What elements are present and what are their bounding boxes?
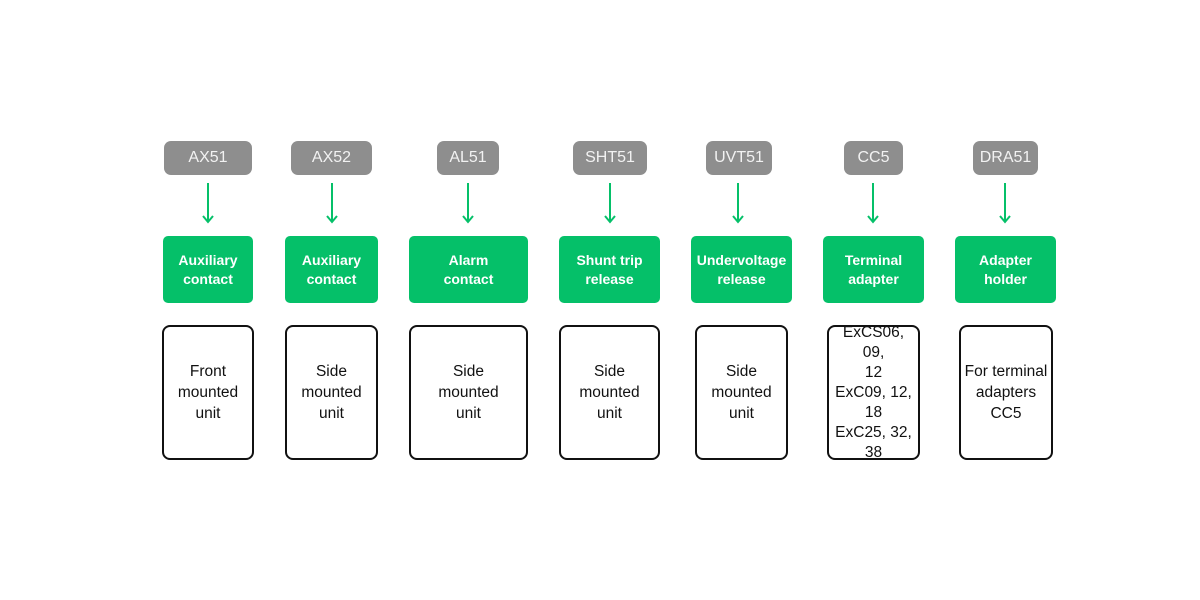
accessory-title: Shunt trip release <box>559 236 660 303</box>
arrow-down-icon <box>603 183 617 225</box>
accessory-description: For terminal adapters CC5 <box>959 325 1053 460</box>
arrow-down-icon <box>998 183 1012 225</box>
code-label: DRA51 <box>973 141 1038 175</box>
accessory-description: Front mounted unit <box>162 325 254 460</box>
code-label: AL51 <box>437 141 499 175</box>
accessory-description: Side mounted unit <box>409 325 528 460</box>
code-label: CC5 <box>844 141 903 175</box>
code-label: AX52 <box>291 141 372 175</box>
accessory-description: Side mounted unit <box>285 325 378 460</box>
arrow-down-icon <box>461 183 475 225</box>
arrow-down-icon <box>866 183 880 225</box>
code-label: SHT51 <box>573 141 647 175</box>
arrow-down-icon <box>325 183 339 225</box>
accessory-title: Alarm contact <box>409 236 528 303</box>
accessory-description: Side mounted unit <box>695 325 788 460</box>
accessory-title: Terminal adapter <box>823 236 924 303</box>
accessory-title: Auxiliary contact <box>163 236 253 303</box>
accessory-title: Auxiliary contact <box>285 236 378 303</box>
accessory-title: Undervoltage release <box>691 236 792 303</box>
code-label: UVT51 <box>706 141 772 175</box>
code-label: AX51 <box>164 141 252 175</box>
accessory-description: ExCS06, 09, 12 ExC09, 12, 18 ExC25, 32, … <box>827 324 920 461</box>
arrow-down-icon <box>731 183 745 225</box>
accessory-description: Side mounted unit <box>559 325 660 460</box>
accessory-title: Adapter holder <box>955 236 1056 303</box>
arrow-down-icon <box>201 183 215 225</box>
